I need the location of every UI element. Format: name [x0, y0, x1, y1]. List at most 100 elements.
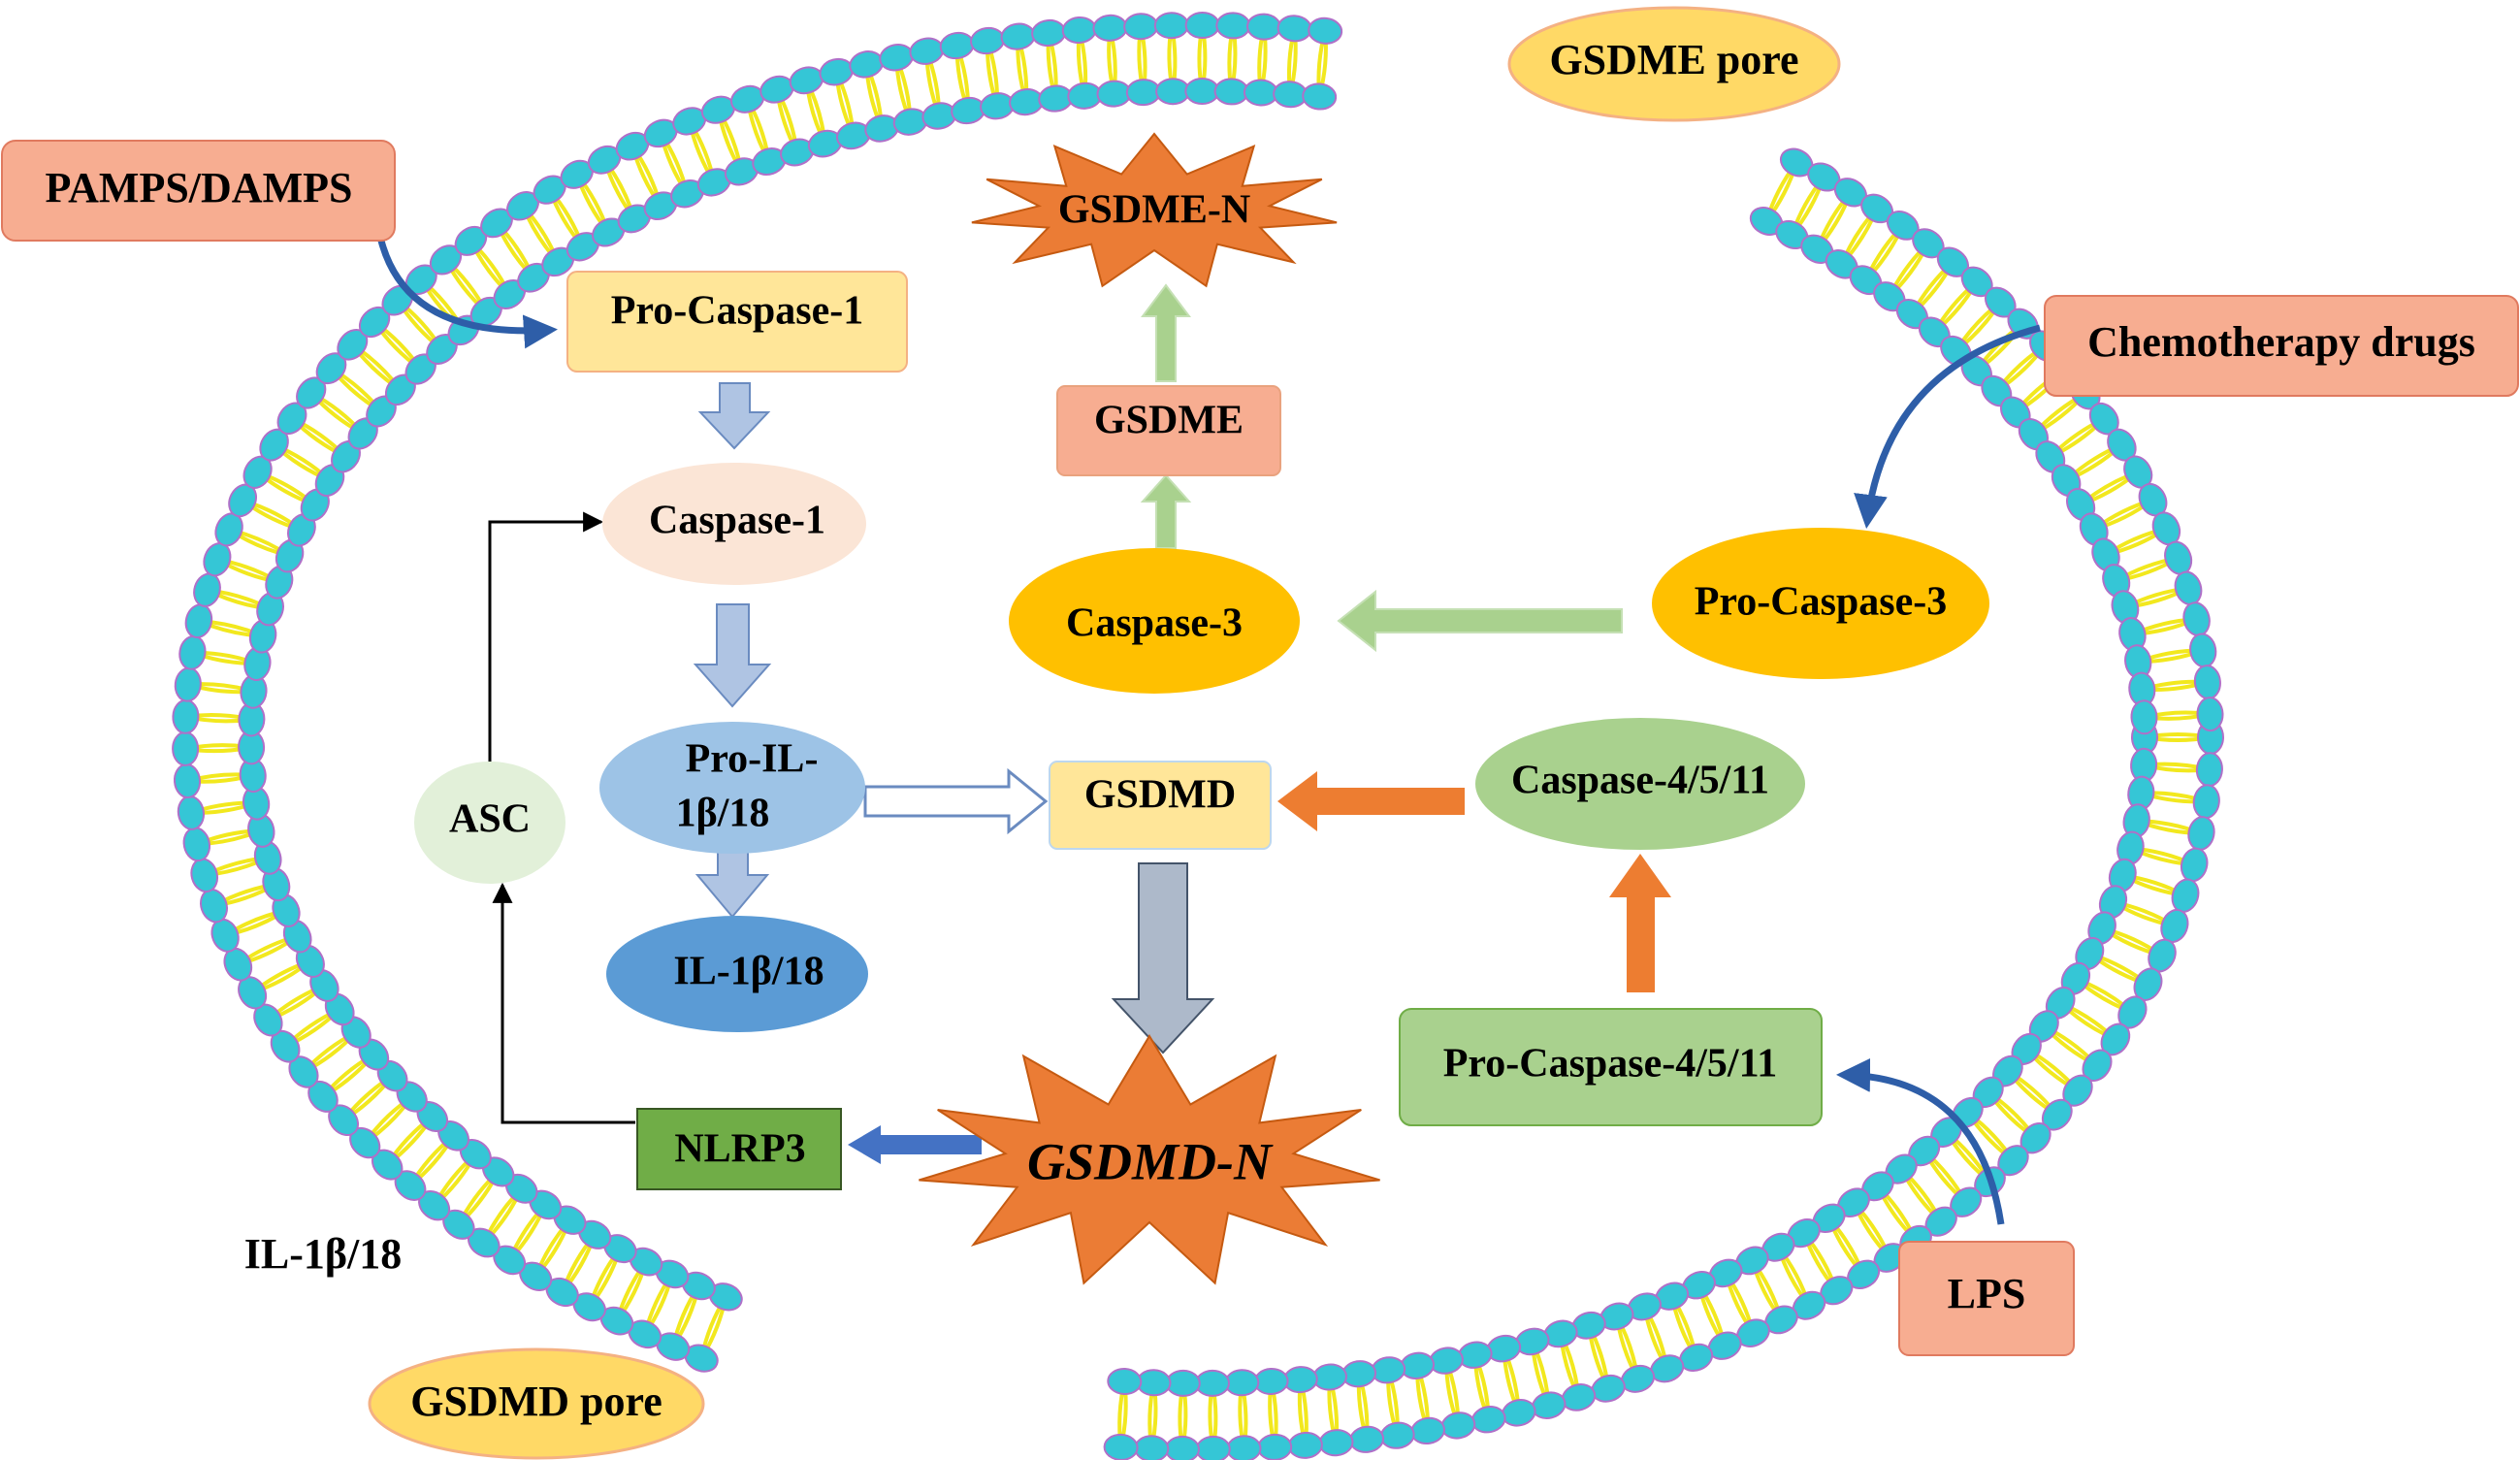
lipid-head-inner [1224, 1369, 1260, 1397]
arrow-gsdmd-n-to-nlrp3 [848, 1125, 982, 1164]
caspase-1-label: Caspase-1 [649, 499, 825, 543]
gsdme-label: GSDME [1094, 399, 1244, 443]
pamps-damps-box: PAMPS/DAMPS [1, 140, 396, 242]
lipid-head-outer [1195, 1435, 1231, 1460]
pamps-damps-label: PAMPS/DAMPS [46, 164, 353, 211]
lipid-head-outer [970, 26, 1005, 55]
chemotherapy-drugs-label: Chemotherapy drugs [2087, 318, 2475, 366]
lipid-head-outer [2196, 697, 2224, 732]
arrow-gsdmd-to-gsdmd-n [1111, 862, 1215, 1054]
lipid-head-outer [2182, 601, 2211, 636]
lipid-head-outer [2195, 752, 2223, 788]
il-1b-18-ellipse: IL-1β/18 [606, 916, 868, 1032]
pathway-arrows [377, 240, 2041, 1225]
pro-il-label-line1: Pro-IL- [686, 737, 819, 782]
caspase-4-5-11-label: Caspase-4/5/11 [1511, 759, 1769, 803]
lipid-head-inner [1125, 79, 1161, 107]
pro-il-label-line2: 1β/18 [676, 792, 770, 836]
lipid-head-outer [178, 634, 207, 670]
line-asc-to-caspase-1 [488, 511, 604, 763]
lipid-head-inner [1302, 82, 1338, 111]
pro-caspase-3-label: Pro-Caspase-3 [1695, 580, 1948, 625]
lipid-head-outer [1276, 15, 1312, 43]
lipid-head-outer [172, 698, 200, 734]
lipid-head-outer [1379, 1421, 1415, 1449]
gsdmd-pore-ellipse: GSDMD pore [368, 1347, 705, 1460]
lipid-head-outer [879, 43, 914, 72]
lipid-head-inner [2130, 699, 2158, 735]
lipid-head-outer [849, 50, 884, 79]
arrow-caspase-1-to-pro-il [693, 603, 772, 708]
lipid-head-outer [2180, 847, 2209, 883]
gsdme-box: GSDME [1056, 385, 1281, 476]
arrow-gsdme-to-gsdme-n [1141, 283, 1191, 382]
released-il-1b-18-label: IL-1β/18 [244, 1230, 403, 1278]
lipid-head-outer [193, 572, 221, 607]
lipid-head-outer [2189, 633, 2217, 668]
lipid-head-outer [2187, 816, 2215, 851]
caspase-3-ellipse: Caspase-3 [1009, 548, 1300, 694]
lipid-head-inner [1165, 1369, 1201, 1397]
lps-box: LPS [1898, 1241, 2075, 1356]
lipid-head-inner [1155, 78, 1191, 106]
lipid-head-inner [1136, 1369, 1172, 1397]
gsdmd-pore-label: GSDMD pore [410, 1378, 662, 1425]
lipid-head-outer [1061, 16, 1097, 45]
lipid-head-outer [1308, 16, 1343, 45]
lps-label: LPS [1948, 1270, 2026, 1317]
asc-label: ASC [449, 797, 531, 842]
lipid-head-outer [190, 858, 219, 893]
lipid-head-outer [2192, 784, 2220, 820]
pro-caspase-3-ellipse: Pro-Caspase-3 [1652, 528, 1989, 679]
gsdme-pore-label: GSDME pore [1549, 36, 1798, 83]
lipid-head-outer [1287, 1431, 1323, 1459]
lipid-head-outer [819, 57, 854, 86]
arrow-pro-caspase-3-to-caspase-3 [1337, 589, 1623, 653]
lipid-head-outer [1246, 13, 1281, 41]
lipid-head-outer [1165, 1435, 1200, 1460]
lipid-head-outer [182, 827, 211, 862]
lipid-head-outer [1257, 1433, 1293, 1460]
caspase-3-label: Caspase-3 [1066, 601, 1243, 646]
nlrp3-label: NLRP3 [674, 1127, 805, 1172]
gsdmd-n-label: GSDMD-N [1027, 1132, 1274, 1190]
lipid-head-outer [1000, 22, 1036, 50]
curve-lps-to-pro-caspase-4 [1836, 1057, 2005, 1225]
lipid-head-outer [172, 730, 200, 766]
lipid-head-outer [1410, 1416, 1446, 1445]
curve-pamps-to-pro-caspase-1 [377, 240, 558, 349]
lipid-head-outer [2171, 878, 2200, 913]
lipid-head-outer [177, 795, 206, 830]
lipid-head-outer [1470, 1406, 1506, 1434]
lipid-head-inner [1213, 78, 1249, 106]
lipid-head-outer [1031, 18, 1067, 48]
lipid-head-outer [174, 666, 202, 702]
lipid-head-outer [939, 31, 975, 60]
gsdmd-label: GSDMD [1084, 773, 1236, 818]
pro-il-1b-18-ellipse: Pro-IL- 1β/18 [599, 722, 865, 854]
pro-caspase-4-5-11-box: Pro-Caspase-4/5/11 [1399, 1008, 1823, 1126]
pro-caspase-4-5-11-label: Pro-Caspase-4/5/11 [1443, 1042, 1778, 1087]
lipid-head-outer [1103, 1433, 1139, 1460]
lipid-head-outer [1440, 1411, 1476, 1440]
lipid-head-outer [1226, 1435, 1262, 1460]
pro-caspase-1-box: Pro-Caspase-1 [566, 271, 908, 373]
caspase-4-5-11-ellipse: Caspase-4/5/11 [1475, 718, 1805, 850]
gsdmd-n-star: GSDMD-N [919, 1034, 1380, 1285]
lipid-head-outer [1318, 1429, 1354, 1457]
lipid-head-outer [184, 603, 213, 639]
arrow-pro-caspase-4-to-caspase-4 [1609, 854, 1671, 992]
arrow-caspase-3-to-gsdme [1140, 473, 1192, 549]
chemotherapy-drugs-box: Chemotherapy drugs [2044, 295, 2519, 397]
gsdme-n-label: GSDME-N [1058, 188, 1250, 233]
lipid-head-outer [1531, 1391, 1567, 1419]
arrow-pro-il-to-gsdmd [863, 767, 1049, 835]
lipid-head-outer [2174, 570, 2203, 605]
lipid-head-outer [1501, 1399, 1536, 1427]
gsdme-n-star: GSDME-N [971, 132, 1338, 288]
lipid-head-outer [173, 763, 202, 798]
gsdmd-box: GSDMD [1049, 761, 1272, 850]
arrow-caspase-4-to-gsdmd [1277, 771, 1465, 831]
lipid-head-outer [1349, 1425, 1385, 1453]
lipid-head-outer [1215, 12, 1251, 40]
